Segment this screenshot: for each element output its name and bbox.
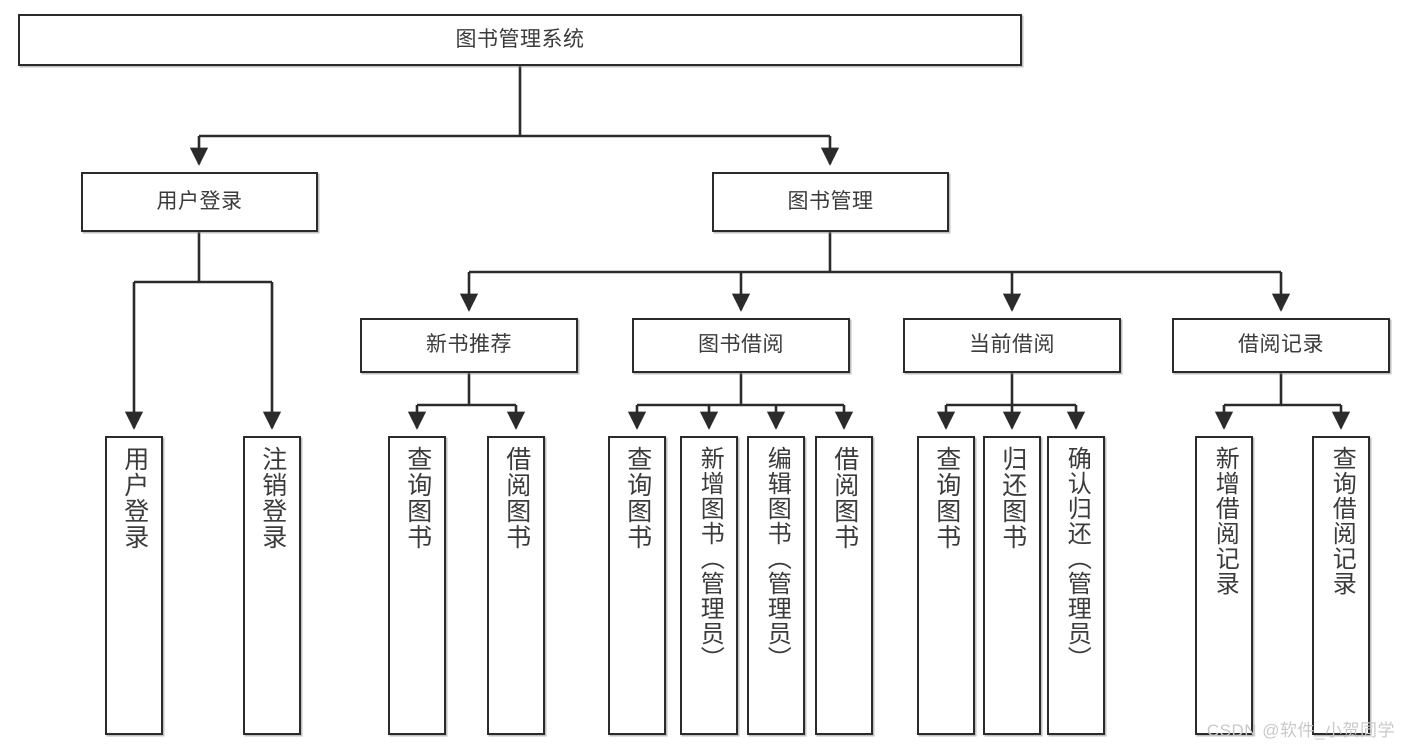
node-label: 新增借阅记录 <box>1211 446 1239 596</box>
node-label: 图书管理系统 <box>455 27 585 51</box>
node-label: 新书推荐 <box>426 333 512 357</box>
node-label: 查询图书 <box>623 446 652 550</box>
leaf-query-book-borrow[interactable]: 查询图书 <box>608 436 666 735</box>
leaf-query-book-recommend[interactable]: 查询图书 <box>388 436 446 735</box>
node-label: 查询图书 <box>403 446 432 550</box>
leaf-return-book[interactable]: 归还图书 <box>983 436 1041 735</box>
node-borrow-record[interactable]: 借阅记录 <box>1172 318 1390 373</box>
node-user-login[interactable]: 用户登录 <box>81 172 318 232</box>
leaf-borrow-book-recommend[interactable]: 借阅图书 <box>487 436 545 735</box>
watermark: CSDN @软件_小贺同学 <box>1206 721 1395 740</box>
node-label: 编辑图书（管理员） <box>763 446 791 671</box>
node-new-book-recommend[interactable]: 新书推荐 <box>360 318 578 373</box>
node-label: 注销登录 <box>258 446 287 550</box>
node-label: 新增图书（管理员） <box>696 446 724 671</box>
node-book-management[interactable]: 图书管理 <box>712 172 949 232</box>
node-label: 借阅图书 <box>502 446 531 550</box>
leaf-confirm-return-admin[interactable]: 确认归还（管理员） <box>1047 436 1105 735</box>
leaf-query-borrow-record[interactable]: 查询借阅记录 <box>1312 436 1370 735</box>
node-label: 确认归还（管理员） <box>1063 446 1091 671</box>
node-label: 查询借阅记录 <box>1328 446 1356 596</box>
node-label: 图书借阅 <box>698 333 784 357</box>
node-label: 当前借阅 <box>969 333 1055 357</box>
node-current-borrow[interactable]: 当前借阅 <box>903 318 1121 373</box>
leaf-query-book-current[interactable]: 查询图书 <box>917 436 975 735</box>
node-label: 查询图书 <box>932 446 961 550</box>
leaf-user-login[interactable]: 用户登录 <box>105 436 163 735</box>
leaf-edit-book-admin[interactable]: 编辑图书（管理员） <box>747 436 805 735</box>
node-label: 归还图书 <box>998 446 1027 550</box>
leaf-borrow-book[interactable]: 借阅图书 <box>815 436 873 735</box>
leaf-logout[interactable]: 注销登录 <box>243 436 301 735</box>
node-label: 借阅图书 <box>830 446 859 550</box>
leaf-add-borrow-record[interactable]: 新增借阅记录 <box>1195 436 1253 735</box>
node-label: 用户登录 <box>156 189 243 213</box>
node-book-borrow[interactable]: 图书借阅 <box>632 318 850 373</box>
node-label: 借阅记录 <box>1238 333 1324 357</box>
leaf-add-book-admin[interactable]: 新增图书（管理员） <box>680 436 738 735</box>
node-root[interactable]: 图书管理系统 <box>18 14 1022 66</box>
node-label: 用户登录 <box>120 446 149 550</box>
node-label: 图书管理 <box>787 189 874 213</box>
